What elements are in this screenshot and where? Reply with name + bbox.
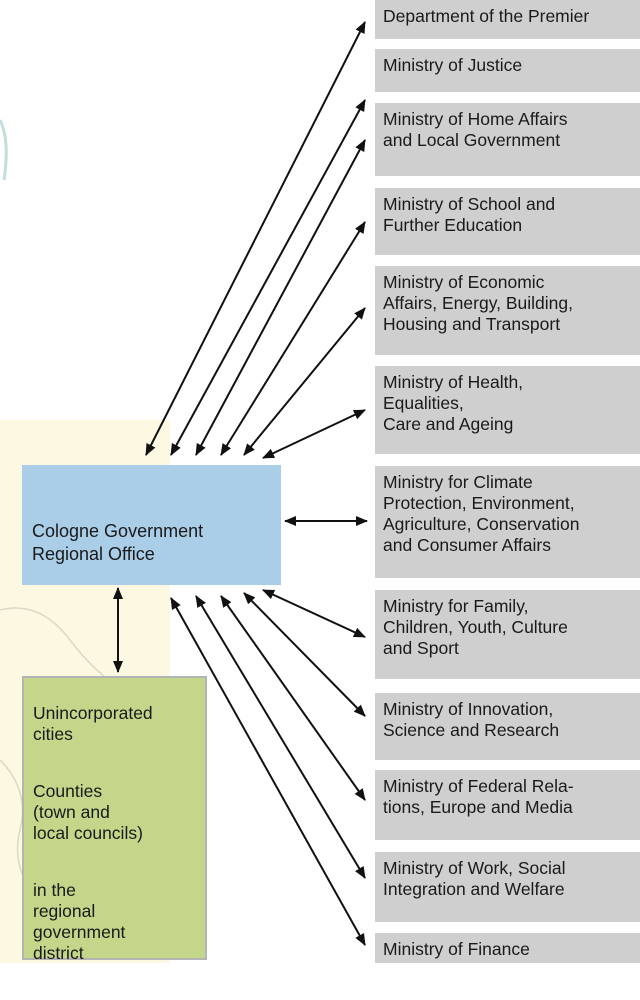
ministry-label: Ministry of School and Further Education xyxy=(383,194,556,235)
ministry-label: Department of the Premier xyxy=(383,6,590,26)
ministry-label: Ministry of Work, Social Integration and… xyxy=(383,858,566,899)
district-text: in the regional government district xyxy=(33,880,126,963)
ministry-box-federal-relations: Ministry of Federal Rela- tions, Europe … xyxy=(375,770,640,840)
counties-text: Counties (town and local councils) xyxy=(33,781,143,843)
ministry-box-justice: Ministry of Justice xyxy=(375,49,640,92)
ministry-box-economic-affairs: Ministry of Economic Affairs, Energy, Bu… xyxy=(375,266,640,355)
ministry-label: Ministry of Home Affairs and Local Gover… xyxy=(383,109,568,150)
cologne-regional-office-box: Cologne Government Regional Office xyxy=(22,465,281,585)
ministry-box-health: Ministry of Health, Equalities, Care and… xyxy=(375,366,640,454)
ministry-label: Ministry for Climate Protection, Environ… xyxy=(383,472,580,555)
ministry-box-premier: Department of the Premier xyxy=(375,0,640,39)
ministry-box-school: Ministry of School and Further Education xyxy=(375,188,640,255)
ministry-label: Ministry of Federal Rela- tions, Europe … xyxy=(383,776,574,817)
ministry-label: Ministry of Finance xyxy=(383,939,530,959)
ministry-box-home-affairs: Ministry of Home Affairs and Local Gover… xyxy=(375,103,640,176)
local-authorities-box: Unincorporated cities Counties (town and… xyxy=(22,676,207,963)
ministry-label: Ministry of Health, Equalities, Care and… xyxy=(383,372,524,434)
unincorporated-cities-text: Unincorporated cities xyxy=(33,703,153,744)
ministry-label: Ministry of Innovation, Science and Rese… xyxy=(383,699,560,740)
ministry-box-family: Ministry for Family, Children, Youth, Cu… xyxy=(375,590,640,679)
ministry-box-climate: Ministry for Climate Protection, Environ… xyxy=(375,466,640,578)
ministry-label: Ministry of Economic Affairs, Energy, Bu… xyxy=(383,272,574,334)
ministry-box-finance: Ministry of Finance xyxy=(375,933,640,963)
office-label: Cologne Government Regional Office xyxy=(32,521,204,564)
ministry-label: Ministry for Family, Children, Youth, Cu… xyxy=(383,596,568,658)
ministry-label: Ministry of Justice xyxy=(383,55,523,75)
ministry-box-work-social: Ministry of Work, Social Integration and… xyxy=(375,852,640,922)
ministry-box-innovation: Ministry of Innovation, Science and Rese… xyxy=(375,693,640,760)
